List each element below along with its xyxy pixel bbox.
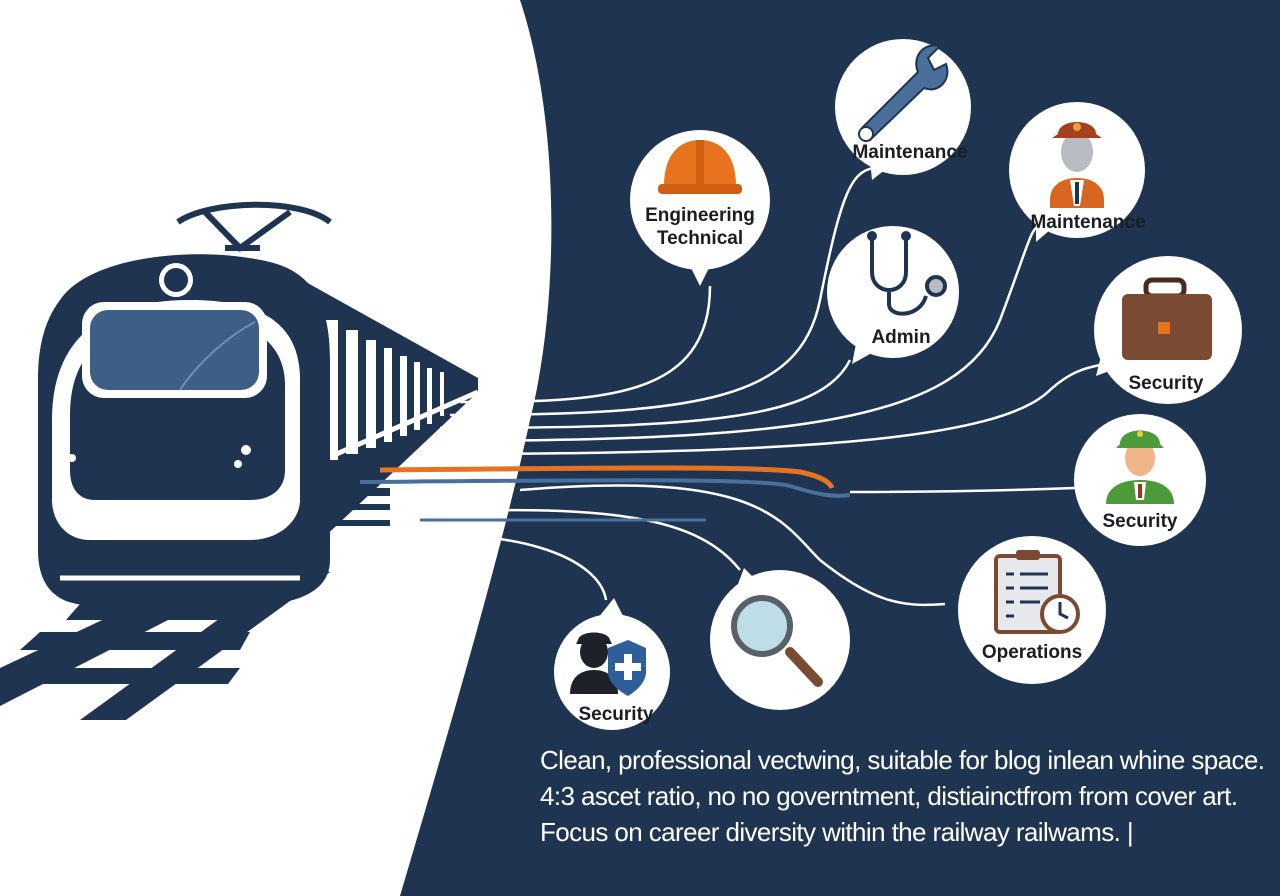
train <box>38 201 480 605</box>
connector-lines <box>349 166 1101 607</box>
wrench-icon <box>858 44 949 142</box>
briefcase-icon <box>1122 277 1212 360</box>
security-briefcase-label: Security <box>1128 373 1204 394</box>
operations-label: Operations <box>981 642 1083 663</box>
security-shield-icon <box>570 632 646 696</box>
security-briefcase-bubble <box>1094 256 1242 404</box>
engineering-label-line1: Engineering <box>645 205 755 226</box>
blue-cable <box>359 478 851 498</box>
stethoscope-icon <box>867 231 947 316</box>
operations-bubble <box>958 536 1106 684</box>
security-shield-label: Security <box>578 704 654 725</box>
caption-line-3: Focus on career diversity within the rai… <box>540 817 1134 847</box>
maintenance-top-label: Maintenance <box>852 142 968 163</box>
caption-line-2: 4:3 ascet ratio, no no governtment, dist… <box>540 781 1238 811</box>
caption-text: Clean, professional vectwing, suitable f… <box>540 742 1265 850</box>
security-guard-bubble <box>1074 414 1206 546</box>
engineering-label-line2: Technical <box>656 228 744 249</box>
magnifying-glass-icon <box>731 595 823 687</box>
admin-bubble <box>827 226 959 364</box>
clipboard-clock-icon <box>994 550 1080 634</box>
hard-hat-icon <box>658 140 742 194</box>
magnifier-bubble <box>710 568 850 710</box>
guard-icon <box>1106 430 1174 504</box>
caption-line-1: Clean, professional vectwing, suitable f… <box>540 745 1265 775</box>
maintenance-top-bubble <box>835 39 971 180</box>
orange-cable <box>379 465 835 490</box>
engineering-label: Engineering Technical <box>630 204 770 250</box>
security-guard-label: Security <box>1102 511 1178 532</box>
security-shield-bubble <box>554 598 670 730</box>
conductor-icon <box>1050 122 1104 208</box>
admin-label: Admin <box>871 327 931 348</box>
engineering-bubble <box>630 130 770 286</box>
pantograph <box>176 201 332 225</box>
maintenance-right-label: Maintenance <box>1030 212 1146 233</box>
maintenance-right-bubble <box>1009 102 1145 242</box>
